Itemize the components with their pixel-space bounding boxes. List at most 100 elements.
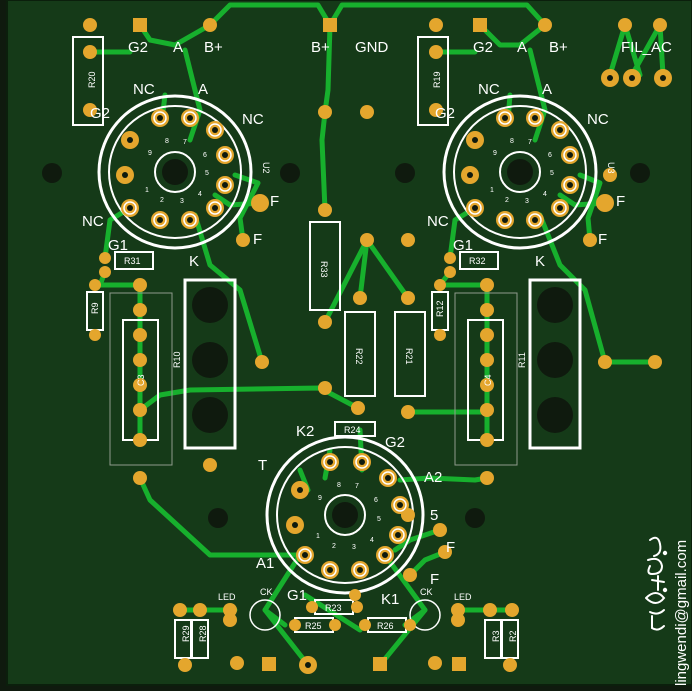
u3-label-g1: G1 — [453, 237, 473, 254]
ref-r26: R26 — [377, 621, 394, 631]
pin-numbers: 1 2 3 4 5 6 7 8 9 1 2 3 4 5 6 7 8 9 1 2 … — [145, 138, 554, 551]
ref-r9: R9 — [90, 302, 100, 314]
bottom-tube-label-f1: F — [446, 539, 455, 556]
label-bplus-top-center: B+ — [311, 39, 330, 56]
u2-pin-number-8: 8 — [165, 138, 169, 145]
u3-label-f1: F — [616, 193, 625, 210]
ref-r2: R2 — [508, 630, 518, 642]
label-a-top-left: A — [173, 39, 183, 56]
u2-label-a: A — [198, 81, 208, 98]
u3-pin-number-5: 5 — [550, 170, 554, 177]
u2-label-g1: G1 — [108, 237, 128, 254]
bottom-tube-label-t: T — [258, 457, 267, 474]
ref-r10: R10 — [172, 351, 182, 368]
bottom-pin-number-8: 8 — [337, 482, 341, 489]
u3-pin-number-2: 2 — [505, 197, 509, 204]
ref-r12: R12 — [435, 300, 445, 317]
ref-r33: R33 — [319, 261, 329, 278]
bottom-tube-label-f2: F — [430, 571, 439, 588]
tube-socket-rings — [97, 94, 598, 631]
tube-pin-rings — [123, 111, 577, 577]
bottom-tube-label-five: 5 — [430, 507, 438, 524]
label-fil-ac: FIL_AC — [621, 39, 672, 56]
label-bplus-top-right: B+ — [549, 39, 568, 56]
u2-pin-number-3: 3 — [180, 198, 184, 205]
bottom-pin-number-3: 3 — [352, 544, 356, 551]
bottom-pin-number-1: 1 — [316, 533, 320, 540]
u2-pin-number-4: 4 — [198, 191, 202, 198]
bottom-tube-label-g1: G1 — [287, 587, 307, 604]
ref-r29: R29 — [181, 625, 191, 642]
u3-label-g2: G2 — [435, 105, 455, 122]
ref-r25: R25 — [305, 621, 322, 631]
bottom-pin-number-4: 4 — [370, 537, 374, 544]
capacitor-outlines — [109, 292, 518, 466]
reference-designators: R20 R19 R33 R22 R21 R31 R32 R9 R12 R10 R… — [87, 71, 527, 642]
drill-holes — [42, 75, 666, 668]
ref-ck-left: CK — [260, 587, 273, 597]
u2-label-nc-bottom: NC — [82, 213, 104, 230]
ref-ck-right: CK — [420, 587, 433, 597]
u3-label-nc-bottom: NC — [427, 213, 449, 230]
u2-label-g2: G2 — [90, 105, 110, 122]
ref-r23: R23 — [325, 603, 342, 613]
u2-label-f2: F — [253, 231, 262, 248]
ref-r28: R28 — [198, 625, 208, 642]
bottom-tube-label-a1: A1 — [256, 555, 274, 572]
u3-label-nc-right: NC — [587, 111, 609, 128]
board-outline — [6, 0, 692, 686]
u3-pin-number-6: 6 — [548, 152, 552, 159]
ref-r31: R31 — [124, 256, 141, 266]
ref-c4: C4 — [483, 374, 493, 386]
u2-label-nc-top: NC — [133, 81, 155, 98]
ref-c3: C3 — [136, 374, 146, 386]
bottom-tube-label-a2: A2 — [424, 469, 442, 486]
label-g2-top-right: G2 — [473, 39, 493, 56]
bottom-pin-number-2: 2 — [332, 543, 336, 550]
u3-pin-number-7: 7 — [528, 139, 532, 146]
label-g2-top-left: G2 — [128, 39, 148, 56]
u3-pin-number-9: 9 — [493, 150, 497, 157]
u2-label-k: K — [189, 253, 199, 270]
u3-pin-number-8: 8 — [510, 138, 514, 145]
bottom-pin-number-7: 7 — [355, 483, 359, 490]
ref-r19: R19 — [432, 71, 442, 88]
bottom-tube-label-k1: K1 — [381, 591, 399, 608]
ref-led-right: LED — [454, 592, 472, 602]
u2-pin-number-6: 6 — [203, 152, 207, 159]
ref-r20: R20 — [87, 71, 97, 88]
u3-label-a: A — [542, 81, 552, 98]
u2-pin-number-5: 5 — [205, 170, 209, 177]
u2-pin-number-1: 1 — [145, 187, 149, 194]
bottom-pin-number-6: 6 — [374, 497, 378, 504]
ref-r21: R21 — [404, 348, 414, 365]
ref-r24: R24 — [344, 425, 361, 435]
handwritten-signature — [645, 536, 668, 631]
ref-r32: R32 — [469, 256, 486, 266]
u2-label-nc-right: NC — [242, 111, 264, 128]
ref-r22: R22 — [354, 348, 364, 365]
u3-pin-number-4: 4 — [543, 191, 547, 198]
pin-labels: G2 A B+ B+ GND G2 A B+ FIL_AC NC A NC G2… — [82, 39, 672, 608]
u3-pin-number-3: 3 — [525, 198, 529, 205]
label-a-top-right: A — [517, 39, 527, 56]
label-gnd-top-center: GND — [355, 39, 389, 56]
u2-pin-number-2: 2 — [160, 197, 164, 204]
ref-led-left: LED — [218, 592, 236, 602]
u2-pin-number-7: 7 — [183, 139, 187, 146]
bottom-pin-number-9: 9 — [318, 495, 322, 502]
u3-label-k: K — [535, 253, 545, 270]
ref-r11: R11 — [517, 352, 527, 368]
u3-ref: U3 — [606, 162, 616, 174]
ref-r3: R3 — [491, 630, 501, 642]
u3-label-f2: F — [598, 231, 607, 248]
u2-label-f1: F — [270, 193, 279, 210]
u2-ref: U2 — [261, 162, 271, 174]
author-email: lingwendi@gmail.com — [673, 540, 690, 686]
label-bplus-top-left: B+ — [204, 39, 223, 56]
u3-label-nc-top: NC — [478, 81, 500, 98]
u2-pin-number-9: 9 — [148, 150, 152, 157]
bottom-tube-label-g2: G2 — [385, 434, 405, 451]
bottom-pin-number-5: 5 — [377, 516, 381, 523]
